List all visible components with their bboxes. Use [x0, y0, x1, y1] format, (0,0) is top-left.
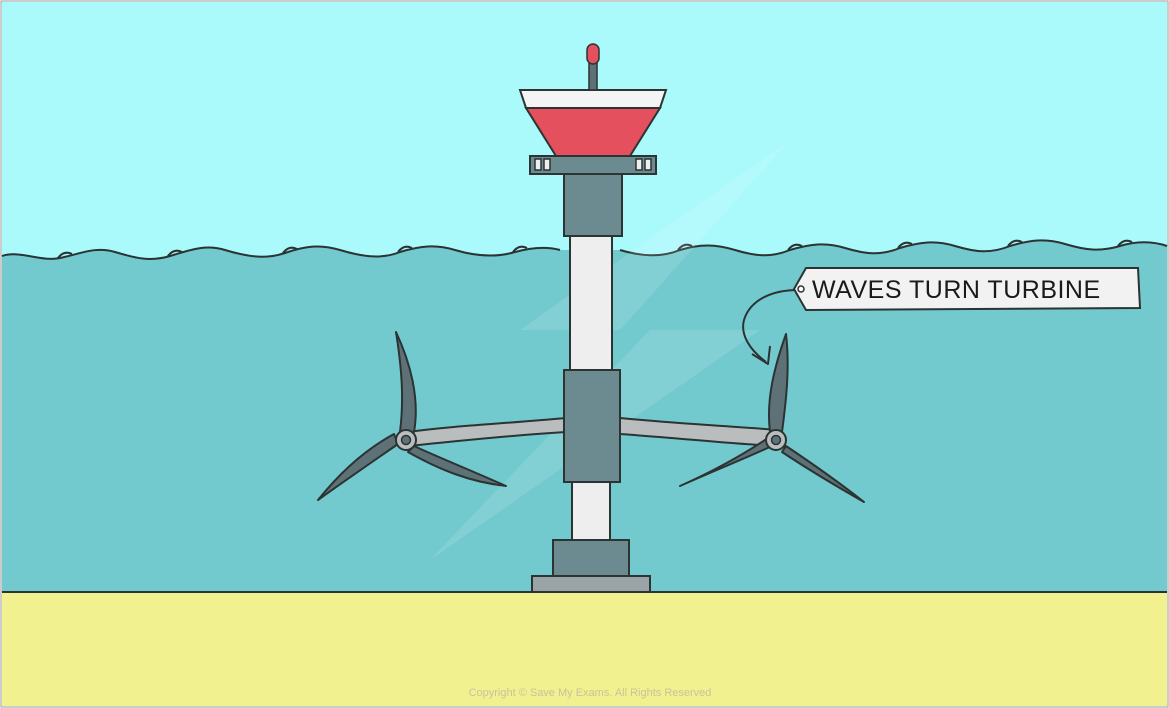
label-arrow — [742, 289, 799, 363]
tower-base-block — [552, 539, 630, 577]
copyright-text: Copyright © Save My Exams. All Rights Re… — [469, 687, 712, 699]
label-tag — [792, 267, 1142, 312]
collar-windows — [534, 158, 652, 171]
tower-base-plate — [531, 575, 651, 593]
beacon-white-band — [518, 89, 668, 109]
sea-surface-line — [1, 239, 1168, 260]
watermark-logo — [430, 140, 790, 560]
right-turbine-blades — [679, 333, 865, 503]
tower-central-hub — [563, 369, 621, 483]
tower-upper-block — [563, 173, 623, 237]
label-arrowhead — [751, 345, 771, 365]
label-tag-hole — [797, 285, 805, 293]
right-turbine-hub-center — [770, 434, 782, 446]
left-turbine-blades — [317, 331, 507, 501]
antenna-light — [586, 43, 600, 65]
label-text: WAVES TURN TURBINE — [812, 276, 1101, 304]
beacon-red-body — [524, 107, 662, 157]
wave-curls — [57, 239, 1133, 259]
tower-lower-shaft — [571, 481, 611, 541]
left-turbine-hub-center — [400, 434, 412, 446]
tower-upper-shaft — [569, 233, 613, 373]
seabed — [2, 592, 1167, 706]
